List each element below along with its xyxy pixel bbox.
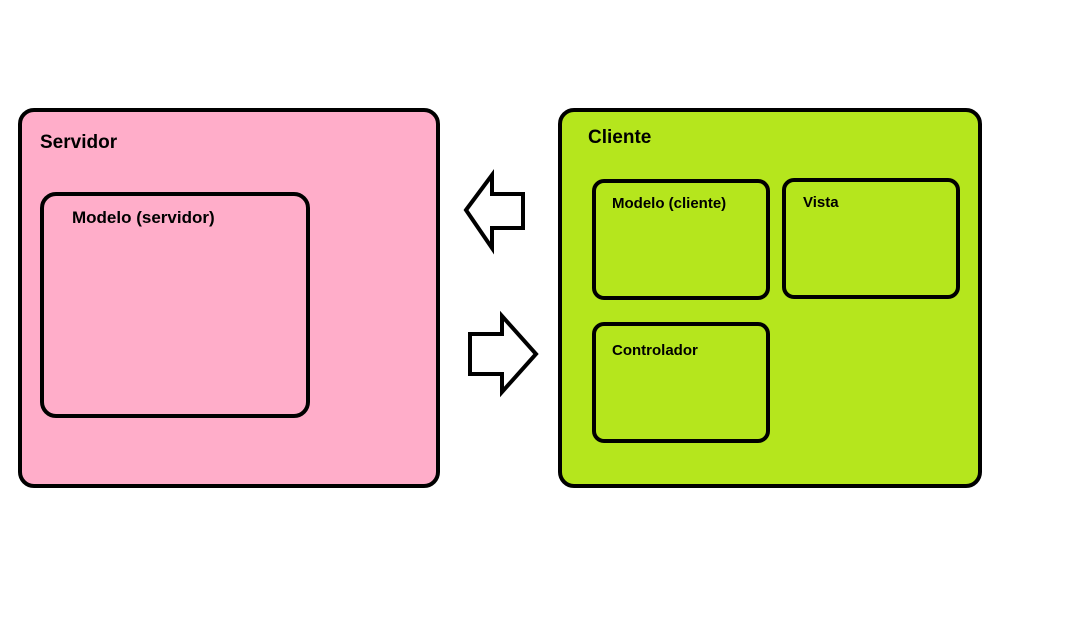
- cliente-box: Cliente Modelo (cliente) Vista Controlad…: [558, 108, 982, 488]
- modelo-cliente-box: Modelo (cliente): [592, 179, 770, 300]
- arrow-to-cliente-icon: [468, 310, 539, 398]
- vista-box: Vista: [782, 178, 960, 299]
- controlador-box: Controlador: [592, 322, 770, 443]
- modelo-cliente-label: Modelo (cliente): [612, 195, 727, 212]
- modelo-servidor-label: Modelo (servidor): [72, 208, 215, 227]
- servidor-box: Servidor Modelo (servidor): [18, 108, 440, 488]
- servidor-title: Servidor: [40, 132, 118, 153]
- cliente-title: Cliente: [588, 127, 652, 148]
- vista-label: Vista: [803, 194, 839, 211]
- arrow-to-servidor-icon: [463, 168, 525, 255]
- controlador-label: Controlador: [612, 342, 698, 359]
- modelo-servidor-box: Modelo (servidor): [40, 192, 310, 418]
